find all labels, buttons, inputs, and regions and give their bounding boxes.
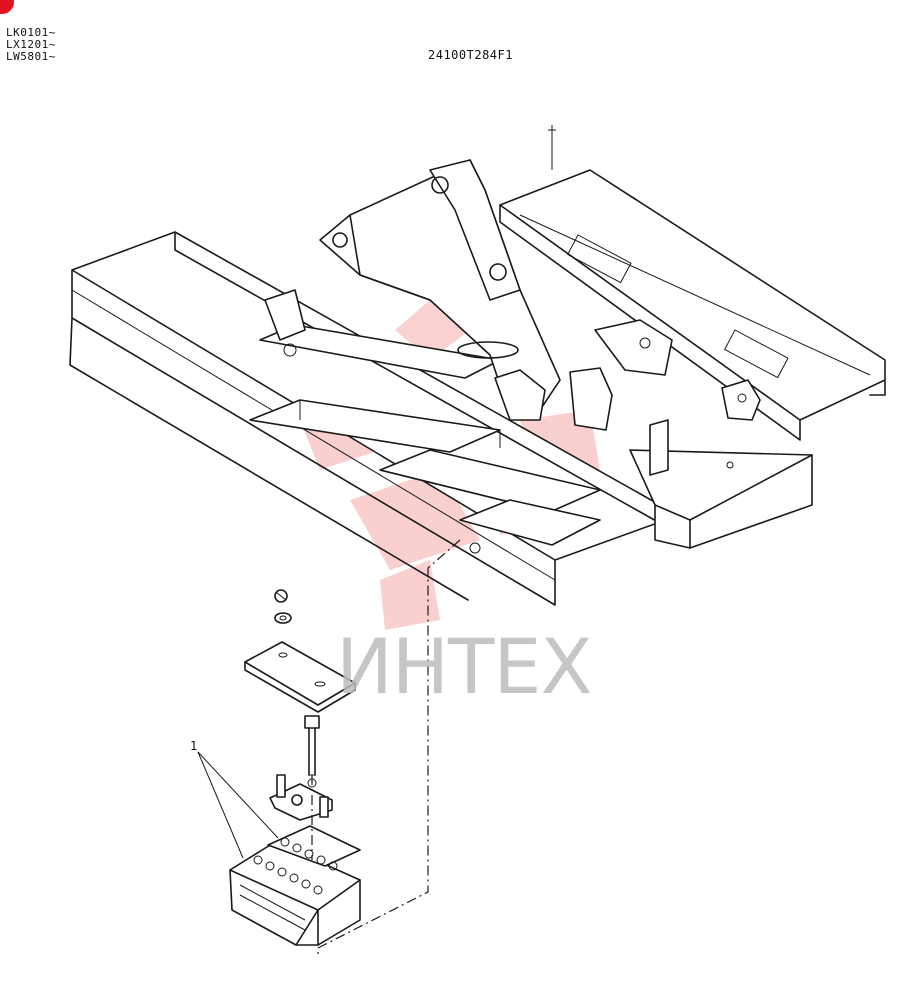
serial-range-list: LK0101~ LX1201~ LW5801~ bbox=[6, 27, 56, 63]
boom-mount-bracket bbox=[319, 159, 561, 411]
battery-callout-leaders bbox=[197, 751, 279, 859]
serial-range-3: LW5801~ bbox=[6, 50, 56, 63]
right-side-rail bbox=[499, 169, 886, 441]
watermark-text: ИНТЕХ bbox=[336, 622, 593, 711]
battery-hold-down-washer-icon bbox=[274, 612, 292, 624]
front-cross-rail bbox=[629, 449, 813, 549]
serial-range-2: LX1201~ bbox=[6, 38, 56, 51]
battery-hold-down-bolt-icon bbox=[304, 715, 320, 776]
serial-range-1: LK0101~ bbox=[6, 26, 56, 39]
callout-1-battery: 1 bbox=[190, 739, 198, 753]
battery-clamp-bracket bbox=[269, 774, 333, 821]
assembly-reference-line bbox=[311, 539, 461, 958]
frame-lugs bbox=[264, 125, 761, 554]
battery-cover-plate bbox=[244, 641, 356, 713]
center-cross-beams bbox=[249, 324, 601, 546]
drawing-code: 24100T284F1 bbox=[428, 48, 513, 62]
battery-icon bbox=[229, 825, 361, 946]
battery-hold-down-nut-icon bbox=[274, 589, 288, 603]
